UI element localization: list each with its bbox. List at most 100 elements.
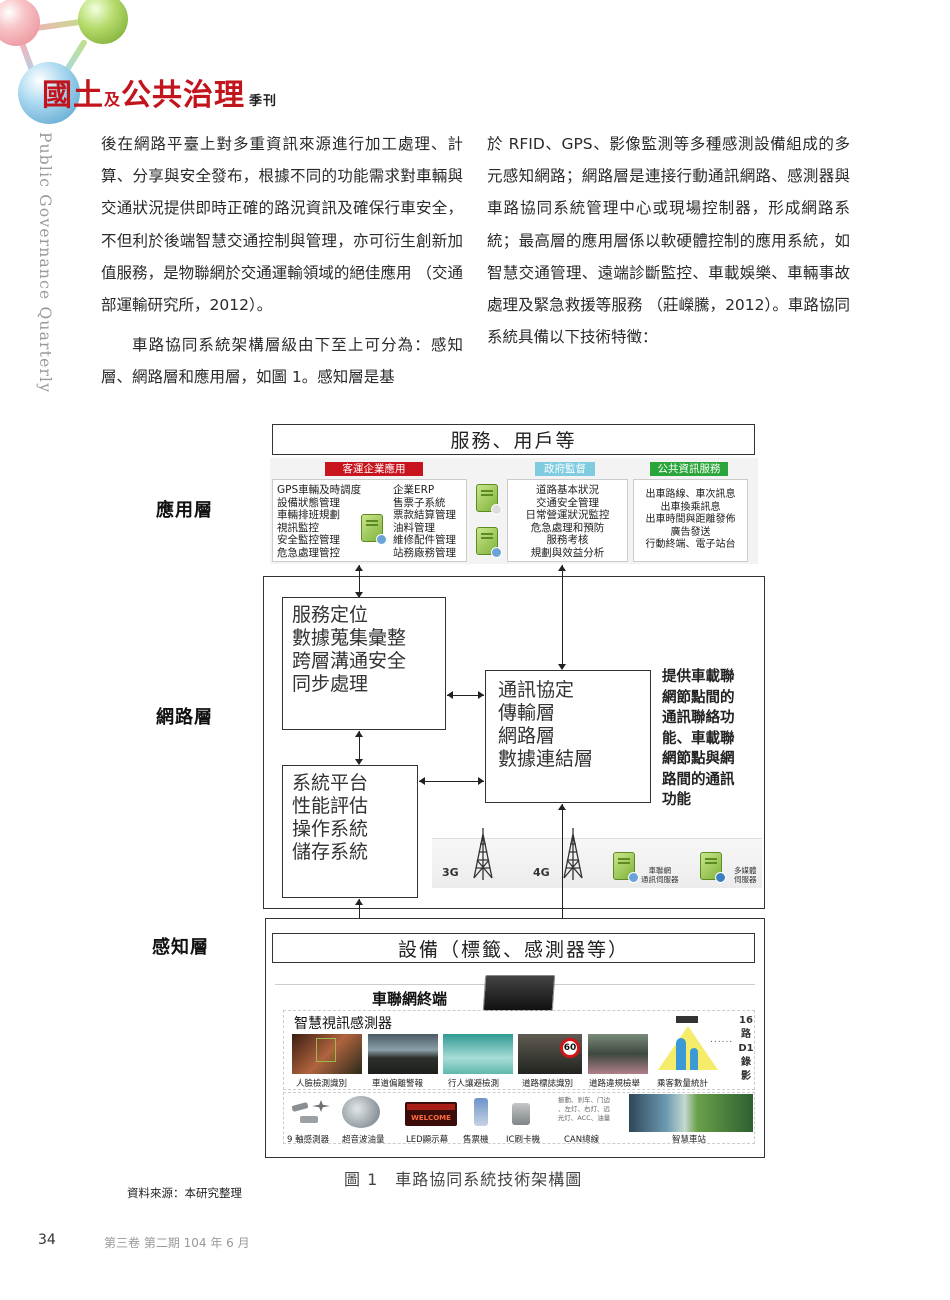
communication-protocol-box: 通訊協定 傳輸層 網路層 數據連結層 [485,670,651,803]
list-item: 出車路線、車次訊息 [645,489,736,500]
net-box-line: 系統平台 [292,772,369,794]
device-label: 智慧車站 [672,1135,707,1145]
net-box-line: 儲存系統 [292,841,369,863]
passenger-count-image [652,1016,724,1074]
cell-tower-4g-icon [563,828,583,880]
public-info-panel: 出車路線、車次訊息 出車換乘訊息 出車時間與距離發佈 廣告發送 行動終端、電子站… [633,479,748,562]
label-line: 振動、刹车、门边 [558,1096,610,1104]
list-item: 日常營運狀況監控 [525,509,610,522]
led-display-text: WELCOME [411,1114,451,1122]
list-item: 安全監控管理 [277,534,340,547]
service-positioning-box: 服務定位 數據蒐集彙整 跨層溝通安全 同步處理 [282,597,446,730]
net-box-line: 操作系統 [292,818,369,840]
net-box-line: 數據連結層 [498,748,594,770]
arrow-up-icon [355,899,363,905]
vehicle-terminal-label: 車聯網終端 [372,990,448,1008]
layer-label-application: 應用層 [156,500,213,521]
sensor-label: 道路違規檢舉 [589,1079,641,1089]
label-line: 多媒體 [734,866,757,875]
sensor-group-frame [283,1010,755,1090]
journal-title-main: 國土 [42,78,104,113]
list-item: 服務考核 [546,534,589,547]
journal-title-and: 及 [104,90,122,109]
note-line: 網節點與網 [662,751,735,767]
arrow-right-icon [478,691,484,699]
cell-tower-3g-icon [473,828,493,880]
arrow-up-icon [558,565,566,571]
issue-info: 第三卷 第二期 104 年 6 月 [104,1236,250,1250]
network-layer-box [263,576,765,909]
device-box: 設備（標籤、感測器等） [272,933,755,963]
sensor-label: 乘客數量統計 [657,1079,709,1089]
arrow-down-icon [355,592,363,598]
list-item: 行動終端、電子站台 [645,539,736,551]
note-line: 提供車載聯 [662,669,735,685]
services-users-label: 服務、用戶等 [450,430,577,452]
arrow-up-icon [558,804,566,810]
road-sign-image: 60 [518,1034,582,1074]
list-item: 車輛排班規劃 [277,509,340,522]
arrow-up-icon [355,731,363,737]
note-line: 通訊聯絡功 [662,710,735,726]
label-line: 、左灯、右灯、远 [558,1105,610,1113]
government-panel: 道路基本狀況 交通安全管理 日常營運狀況監控 危急處理和預防 服務考核 規劃與效… [507,479,628,562]
connector-line [359,899,361,935]
layer-label-perception: 感知層 [152,937,209,958]
tag-government: 政府監督 [535,462,595,476]
tower-3g-label: 3G [442,866,459,879]
sensor-label: 行人讓避檢測 [448,1079,500,1089]
note-line: 能、車載聯 [662,730,735,747]
device-label: 超音波油量 [342,1135,385,1145]
connector-line [562,565,564,669]
connector-line [562,909,564,935]
device-label: 售票機 [463,1135,489,1145]
perception-layer-box [265,918,765,1158]
list-item: 出車換乘訊息 [660,501,721,513]
label-line: 影 [741,1071,751,1082]
label-line: 通訊伺服器 [641,875,679,884]
paragraph: 後在網路平臺上對多重資訊來源進行加工處理、計算、分享與安全發布，根據不同的功能需… [101,135,463,315]
label-line: 錄 [741,1057,751,1068]
multimedia-server-icon [700,852,726,883]
face-detection-image [292,1034,362,1074]
list-item: 設備狀態管理 [277,496,340,509]
bus-enterprise-list-a: GPS車輛及時調度 設備狀態管理 車輛排班規劃 視訊監控 安全監控管理 危急處理… [277,484,361,560]
traffic-violation-image [588,1034,648,1074]
list-item: 交通安全管理 [536,496,599,509]
net-box-line: 服務定位 [292,604,369,626]
network-function-note: 提供車載聯 網節點間的 通訊聯絡功 能、車載聯 網節點與網 路間的通訊 功能 [662,667,735,811]
network-devices-strip [432,838,762,888]
bus-enterprise-list-b: 企業ERP 售票子系統 票款結算管理 油料管理 維修配件管理 站務廠務管理 [393,484,456,560]
ic-card-reader-image [512,1103,530,1125]
ultrasonic-fuel-sensor-image [342,1096,380,1128]
device-label: CAN總線 [564,1135,600,1145]
application-layer-strip [270,458,758,564]
list-item: GPS車輛及時調度 [277,484,362,496]
connector-line [359,731,361,764]
connector-line [419,781,484,783]
can-bus-signals-text: 振動、刹车、门边 、左灯、右灯、远 光灯、ACC、油量 [548,1096,620,1123]
net-box-line: 通訊協定 [498,679,575,701]
divider [275,984,755,985]
device-label: IC刷卡機 [506,1135,540,1145]
connector-line [447,695,484,697]
list-item: 危急處理管控 [277,546,340,559]
left-text-column: 後在網路平臺上對多重資訊來源進行加工處理、計算、分享與安全發布，根據不同的功能需… [101,128,463,394]
services-users-box: 服務、用戶等 [272,424,755,455]
web-server-icon [476,527,502,558]
net-box-line: 網路層 [498,725,556,747]
list-item: 票款結算管理 [393,509,456,522]
connector-line [359,565,361,597]
device-group-frame [283,1092,755,1144]
ticket-machine-image [474,1098,488,1126]
list-item: 企業ERP [393,484,435,496]
arrow-right-icon [478,777,484,785]
sensor-label: 車道偏離警報 [372,1079,424,1089]
journal-logo-graphic [0,0,140,125]
note-line: 功能 [662,792,691,808]
label-line: 車聯網 [648,866,672,875]
system-platform-box: 系統平台 性能評估 操作系統 儲存系統 [282,765,418,898]
arrow-down-icon [558,664,566,670]
list-item: 危急處理和預防 [530,521,605,534]
speed-limit-sign: 60 [560,1038,580,1058]
